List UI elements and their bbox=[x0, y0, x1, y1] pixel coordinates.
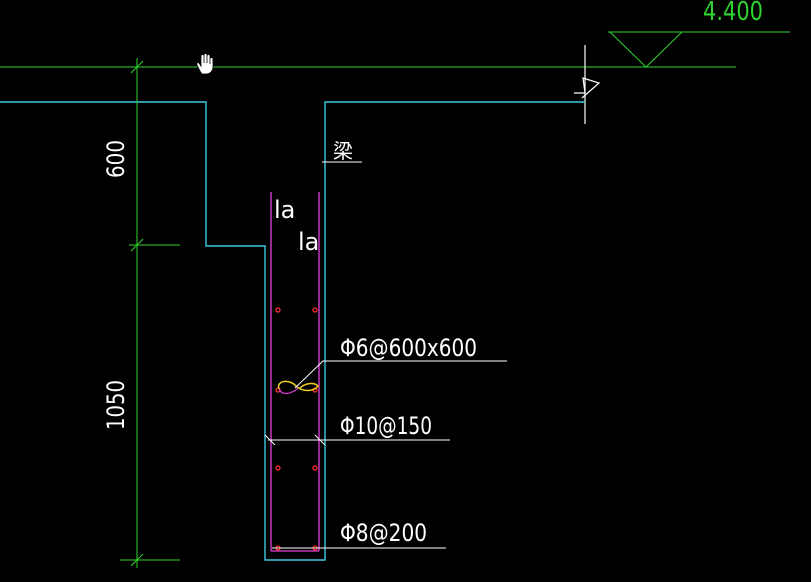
rebar-vertical-label: Φ8@200 bbox=[340, 519, 427, 547]
rebar-tie-label: Φ6@600x600 bbox=[340, 334, 477, 362]
tie-hook-icon bbox=[277, 380, 319, 394]
dimension-line-vertical bbox=[120, 58, 180, 568]
elevation-triangle-icon bbox=[608, 31, 790, 68]
dimension-600-label: 600 bbox=[102, 140, 130, 178]
rebar-dots bbox=[275, 307, 318, 551]
callout-leaders bbox=[264, 360, 507, 549]
concrete-outline bbox=[0, 101, 585, 561]
break-line-icon bbox=[574, 45, 601, 124]
anchorage-label-outer: la bbox=[274, 196, 295, 224]
hand-cursor-icon bbox=[196, 53, 214, 75]
beam-label: 梁 bbox=[333, 139, 353, 163]
anchorage-label-inner: la bbox=[298, 228, 319, 256]
rebar-cage bbox=[270, 192, 320, 552]
dimension-1050-label: 1050 bbox=[102, 380, 130, 430]
elevation-label: 4.400 bbox=[703, 0, 763, 27]
rebar-horizontal-label: Φ10@150 bbox=[340, 412, 432, 440]
